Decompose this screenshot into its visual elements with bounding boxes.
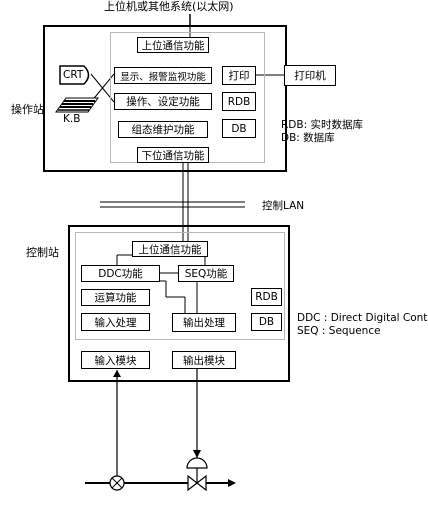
seq-box: SEQ功能	[178, 265, 234, 282]
op-db-box: DB	[222, 119, 256, 138]
output-proc-box: 输出处理	[172, 313, 236, 332]
config-maint-box: 组态维护功能	[118, 121, 208, 138]
legend-db: DB: 数据库	[281, 132, 335, 144]
operator-station-frame	[43, 25, 287, 172]
control-station-label: 控制站	[26, 246, 59, 259]
keyboard-label: K.B	[63, 113, 81, 125]
input-module-box: 输入模块	[81, 351, 150, 369]
display-alarm-box: 显示、报警监视功能	[114, 67, 212, 84]
legend-ddc: DDC : Direct Digital Control	[297, 312, 428, 324]
operator-station-label: 操作站	[11, 103, 44, 116]
control-station-frame	[68, 225, 290, 382]
printer-box: 打印机	[284, 65, 336, 86]
output-module-box: 输出模块	[172, 351, 236, 369]
input-proc-box: 输入处理	[81, 313, 150, 331]
print-box: 打印	[222, 66, 256, 85]
ctrl-rdb-box: RDB	[251, 288, 282, 306]
legend-seq: SEQ : Sequence	[297, 325, 381, 337]
crt-label: CRT	[63, 69, 84, 81]
legend-rdb: RDB: 实时数据库	[281, 119, 363, 131]
control-lan-label: 控制LAN	[262, 200, 305, 212]
ctrl-db-box: DB	[251, 313, 282, 331]
op-rdb-box: RDB	[222, 92, 256, 111]
op-lower-comm-box: 下位通信功能	[137, 147, 209, 163]
keyboard-icon	[55, 97, 99, 113]
ctrl-upper-comm-box: 上位通信功能	[132, 241, 208, 257]
op-upper-comm-box: 上位通信功能	[137, 37, 209, 53]
operate-set-box: 操作、设定功能	[114, 93, 212, 110]
calc-box: 运算功能	[81, 289, 150, 306]
ddc-box: DDC功能	[81, 265, 160, 282]
control-station-inner	[75, 232, 285, 340]
top-network-label: 上位机或其他系统(以太网)	[104, 0, 234, 13]
